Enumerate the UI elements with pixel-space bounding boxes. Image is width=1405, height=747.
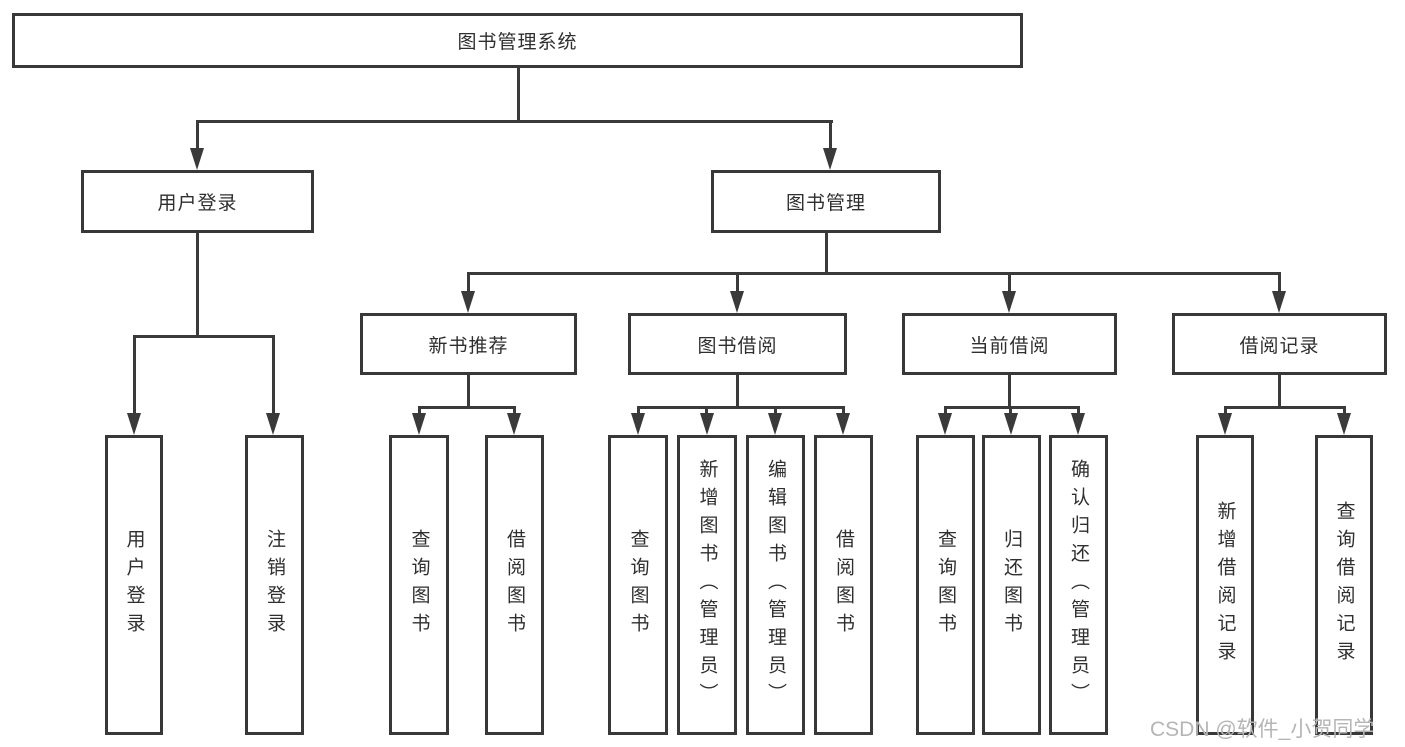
node-label: 借阅记录: [1239, 335, 1320, 357]
arrow-down-icon: [768, 413, 782, 435]
arrow-down-icon: [938, 413, 952, 435]
arrow-down-icon: [190, 148, 204, 170]
leaf-label: 查询图书: [935, 529, 956, 641]
node-label: 图书管理系统: [457, 32, 578, 53]
arrow-down-icon: [1218, 413, 1232, 435]
leaf-label: 新增借阅记录: [1214, 501, 1236, 669]
connector-stub-current-borrow: [1008, 272, 1011, 291]
connector-current-borrow-rail: [944, 406, 1080, 409]
arrow-down-icon: [1002, 291, 1016, 313]
connector-stub-leaf: [637, 406, 640, 413]
arrow-down-icon: [1272, 291, 1286, 313]
arrow-down-icon: [700, 413, 714, 435]
leaf-add-books-admin: 新增图书（管理员）: [677, 435, 737, 735]
connector-book-borrow-rail: [637, 406, 845, 409]
connector-root-rail: [196, 120, 833, 123]
connector-stub-logout-leaf: [272, 335, 275, 413]
node-book-management: 图书管理: [711, 170, 941, 233]
connector-stub-leaf: [418, 406, 421, 413]
leaf-query-books-recommend: 查询图书: [389, 435, 449, 735]
connector-stub-leaf: [1009, 406, 1012, 413]
node-user-login: 用户登录: [81, 170, 314, 233]
arrow-down-icon: [1071, 413, 1085, 435]
leaf-label: 确认归还（管理员）: [1068, 459, 1089, 711]
connector-new-book-drop: [467, 375, 470, 406]
arrow-down-icon: [730, 291, 744, 313]
leaf-label: 归还图书: [1001, 529, 1022, 641]
arrow-down-icon: [461, 291, 475, 313]
node-borrowing-records: 借阅记录: [1172, 313, 1387, 375]
leaf-label: 注销登录: [264, 529, 285, 641]
arrow-down-icon: [823, 148, 837, 170]
leaf-query-books-borrowing: 查询图书: [608, 435, 668, 735]
connector-borrow-records-rail: [1224, 406, 1346, 409]
connector-new-book-rail: [418, 406, 516, 409]
node-book-borrowing: 图书借阅: [628, 313, 847, 375]
leaf-edit-books-admin: 编辑图书（管理员）: [746, 435, 805, 735]
leaf-borrow-books: 借阅图书: [814, 435, 873, 735]
node-current-borrowing: 当前借阅: [902, 313, 1117, 375]
node-new-book-recommend: 新书推荐: [360, 313, 577, 375]
node-label: 当前借阅: [969, 335, 1050, 357]
connector-stub-book-borrow: [736, 272, 739, 291]
arrow-down-icon: [507, 413, 521, 435]
leaf-return-books: 归还图书: [982, 435, 1041, 735]
connector-stub-login-leaf: [133, 335, 136, 413]
connector-stub-leaf: [1077, 406, 1080, 413]
connector-stub-book-management: [829, 120, 832, 148]
arrow-down-icon: [1337, 413, 1351, 435]
leaf-query-books-current: 查询图书: [916, 435, 975, 735]
connector-root-drop: [517, 68, 520, 120]
connector-stub-leaf: [1343, 406, 1346, 413]
arrow-down-icon: [836, 413, 850, 435]
leaf-label: 查询借阅记录: [1333, 501, 1355, 669]
arrow-down-icon: [631, 413, 645, 435]
leaf-user-login: 用户登录: [105, 435, 163, 735]
node-label: 图书管理: [785, 193, 866, 214]
connector-current-borrow-drop: [1008, 375, 1011, 406]
connector-stub-new-book: [467, 272, 470, 291]
node-library-management-system: 图书管理系统: [12, 13, 1023, 68]
node-label: 图书借阅: [697, 335, 778, 357]
connector-user-login-rail: [133, 335, 275, 338]
connector-user-login-drop: [196, 233, 199, 335]
arrow-down-icon: [412, 413, 426, 435]
connector-borrow-records-drop: [1278, 375, 1281, 406]
arrow-down-icon: [127, 413, 141, 435]
connector-stub-leaf: [513, 406, 516, 413]
connector-stub-leaf: [944, 406, 947, 413]
leaf-label: 借阅图书: [833, 529, 854, 641]
connector-stub-leaf: [1224, 406, 1227, 413]
leaf-label: 用户登录: [123, 529, 145, 641]
leaf-label: 借阅图书: [504, 529, 525, 641]
leaf-logout: 注销登录: [245, 435, 304, 735]
node-label: 新书推荐: [428, 335, 509, 357]
connector-stub-leaf: [842, 406, 845, 413]
leaf-confirm-return-admin: 确认归还（管理员）: [1049, 435, 1108, 735]
csdn-watermark: CSDN @软件_小贺同学: [1150, 718, 1375, 741]
leaf-label: 编辑图书（管理员）: [765, 459, 786, 711]
arrow-down-icon: [266, 413, 280, 435]
connector-stub-borrow-records: [1278, 272, 1281, 291]
connector-book-borrow-drop: [736, 375, 739, 406]
connector-stub-leaf: [774, 406, 777, 413]
connector-stub-user-login: [196, 120, 199, 148]
leaf-label: 查询图书: [627, 529, 649, 641]
arrow-down-icon: [1004, 413, 1018, 435]
leaf-query-borrow-record: 查询借阅记录: [1315, 435, 1373, 735]
leaf-add-borrow-record: 新增借阅记录: [1196, 435, 1254, 735]
connector-book-management-rail: [467, 272, 1281, 275]
leaf-label: 查询图书: [408, 529, 430, 641]
connector-book-management-drop: [825, 233, 828, 272]
leaf-borrow-books-recommend: 借阅图书: [485, 435, 544, 735]
leaf-label: 新增图书（管理员）: [696, 459, 718, 711]
connector-stub-leaf: [705, 406, 708, 413]
node-label: 用户登录: [157, 193, 238, 214]
